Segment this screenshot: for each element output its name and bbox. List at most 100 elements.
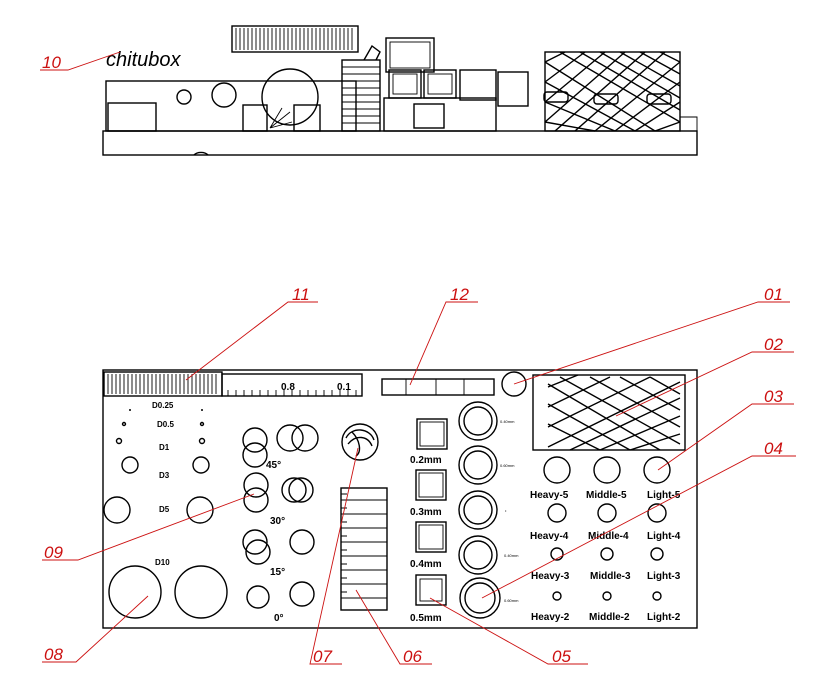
support-label: Light-5 <box>647 490 681 501</box>
callout-number: 10 <box>42 53 61 72</box>
callout-number: 12 <box>450 285 469 304</box>
support-label: Middle-2 <box>589 612 630 623</box>
callouts: 10 11 12 01 02 03 04 05 06 07 09 08 <box>40 51 796 666</box>
leader-line <box>409 301 478 386</box>
pin-label: D10 <box>155 558 170 567</box>
support-label: Heavy-3 <box>531 571 570 582</box>
support-label: Light-3 <box>647 571 681 582</box>
wall-thickness-test: 0.2mm 0.3mm 0.4mm 0.5mm <box>410 418 448 624</box>
lattice-box <box>532 374 686 451</box>
callout-number: 03 <box>764 387 783 406</box>
pin-label: D3 <box>159 471 170 480</box>
tube-tag: • <box>505 508 507 513</box>
support-label: Heavy-4 <box>530 531 569 542</box>
leader-line <box>40 51 121 71</box>
leader-line <box>355 589 432 665</box>
side-view-base-plate <box>102 130 698 156</box>
callout-number: 01 <box>764 285 783 304</box>
callout-number: 02 <box>764 335 783 354</box>
callout-number: 08 <box>44 645 63 664</box>
side-view-lattice <box>544 51 681 132</box>
leader-line <box>657 403 794 471</box>
callout-number: 04 <box>764 439 783 458</box>
angle-label: 45° <box>266 460 281 471</box>
pin-label: D0.25 <box>152 401 174 410</box>
pin <box>129 409 131 411</box>
top-view-outline <box>102 369 698 629</box>
leader-line <box>481 455 796 599</box>
ruler-label: 0.8 <box>281 382 295 393</box>
side-view-right-step <box>544 116 698 132</box>
pin <box>174 565 228 619</box>
pin <box>121 421 127 427</box>
support-label: Heavy-2 <box>531 612 570 623</box>
side-view-cube <box>107 102 157 132</box>
angle-label: 30° <box>270 516 285 527</box>
leader-line <box>429 597 588 665</box>
side-view-comb-teeth <box>231 25 359 53</box>
wall-label: 0.5mm <box>410 613 442 624</box>
pin-test: D0.25 D0.5 D1 D3 D5 D10 <box>103 401 228 619</box>
top-view-comb <box>103 371 223 397</box>
overhang-sphere <box>341 423 379 461</box>
angle-label: 0° <box>274 613 284 624</box>
side-view-left-block <box>105 80 357 132</box>
side-view-block <box>293 104 321 132</box>
support-label: Middle-4 <box>588 531 629 542</box>
wall-label: 0.3mm <box>410 507 442 518</box>
callout-number: 09 <box>44 543 63 562</box>
side-view-logo: chitubox <box>106 49 181 71</box>
pin <box>198 437 206 445</box>
side-view-stair-tower <box>341 44 381 132</box>
side-view-pin <box>176 89 192 105</box>
ruler-label: 0.1 <box>337 382 351 393</box>
stair-tower <box>340 487 388 611</box>
leader-line <box>513 301 790 385</box>
tube-tag: 0.40mm <box>500 419 515 424</box>
leader-line <box>42 493 255 561</box>
side-view-sphere <box>261 68 319 126</box>
tube-tag: 0.60mm <box>500 463 515 468</box>
callout-number: 05 <box>552 647 571 666</box>
callout-number: 11 <box>292 285 310 304</box>
pin <box>186 496 214 524</box>
side-view-wall-test <box>383 37 529 132</box>
tube-test: 0.40mm 0.60mm • 0.40mm 0.60mm <box>458 401 519 619</box>
tube-tag: 0.40mm <box>504 553 519 558</box>
pin <box>201 409 203 411</box>
pin <box>121 456 139 474</box>
pin <box>199 421 205 427</box>
pin <box>108 565 162 619</box>
leader-line <box>185 301 318 381</box>
bridge-strip <box>381 378 495 396</box>
callout-number: 07 <box>313 647 332 666</box>
support-test: Heavy-5 Middle-5 Light-5 Heavy-4 Middle-… <box>530 456 681 623</box>
top-view-ball <box>501 371 527 397</box>
side-view-pin <box>211 82 237 108</box>
support-label: Light-4 <box>647 531 681 542</box>
callout-number: 06 <box>403 647 422 666</box>
side-view: chitubox <box>102 25 698 156</box>
top-view-ruler: 0.8 0.1 <box>221 373 363 397</box>
support-label: Middle-3 <box>590 571 631 582</box>
angle-test: 45° 30° 15° 0° <box>242 424 319 624</box>
pin <box>103 496 131 524</box>
tube-tag: 0.60mm <box>504 598 519 603</box>
pin <box>192 456 210 474</box>
pin-label: D5 <box>159 505 170 514</box>
leader-line <box>42 595 149 663</box>
wall-label: 0.2mm <box>410 455 442 466</box>
wall-label: 0.4mm <box>410 559 442 570</box>
leader-line <box>615 351 794 417</box>
angle-label: 15° <box>270 567 285 578</box>
top-view: 0.8 0.1 D0.25 D0.5 D1 D3 D5 D10 <box>102 369 698 629</box>
support-label: Light-2 <box>647 612 681 623</box>
side-view-block <box>242 104 268 132</box>
pin-label: D0.5 <box>157 420 174 429</box>
support-label: Heavy-5 <box>530 490 569 501</box>
pin <box>115 437 123 445</box>
pin-label: D1 <box>159 443 170 452</box>
support-label: Middle-5 <box>586 490 627 501</box>
leader-line <box>309 447 359 665</box>
